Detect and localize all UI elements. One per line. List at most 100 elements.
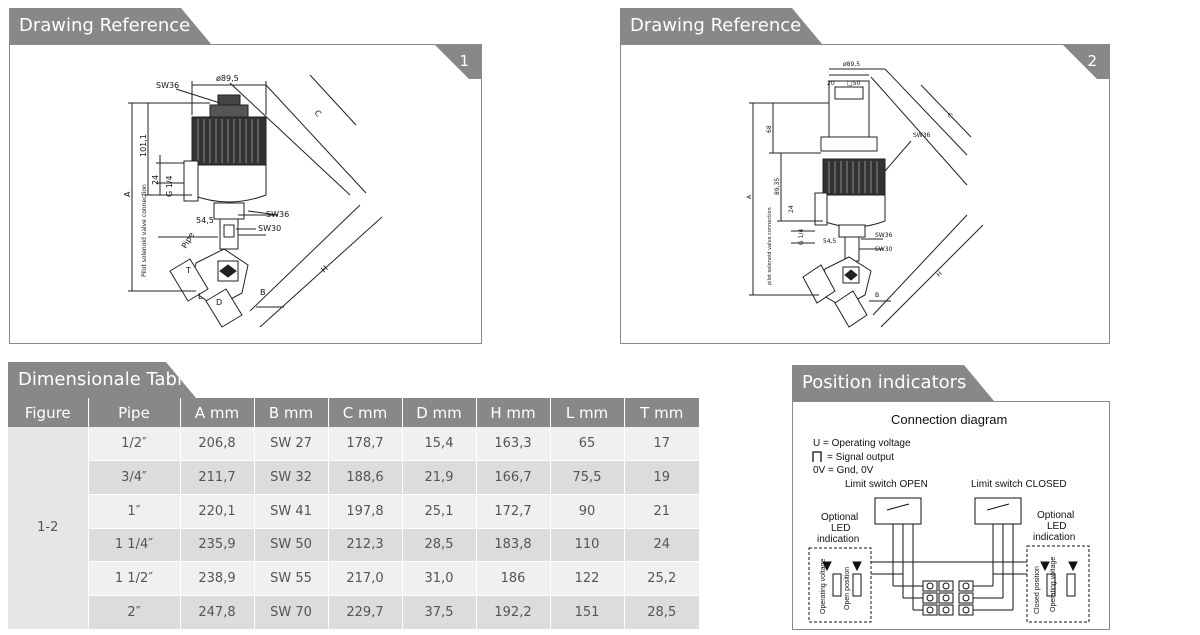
drawing-1-header-text: Drawing Reference: [19, 15, 191, 36]
cell-h: 183,8: [476, 528, 551, 563]
cell-t: 25,2: [624, 561, 699, 596]
cell-d: 21,9: [402, 460, 477, 495]
d2-50: □50: [847, 80, 860, 87]
col-l: L mm: [550, 398, 625, 427]
cell-h: 163,3: [476, 427, 551, 462]
cell-t: 24: [624, 528, 699, 563]
connection-diagram: Connection diagram U = Operating voltage…: [808, 412, 1090, 623]
drawing-1-technical-drawing: SW36 ø89,5 101,1 A C H B D L T G 1/4 24 …: [123, 74, 383, 328]
drawing-2-number-badge: 2: [1063, 45, 1109, 79]
cell-pipe: 1 1/2″: [88, 561, 181, 596]
table-row: 1-2 1/2″ 206,8 SW 27 178,7 15,4 163,3 65…: [8, 427, 699, 630]
col-pipe: Pipe: [88, 398, 181, 427]
col-t: T mm: [624, 398, 699, 427]
cell-l: 90: [550, 494, 625, 529]
d1-a: A: [123, 191, 132, 197]
table-row: 1 1/2″ 238,9 SW 55 217,0 31,0 186 122 25…: [8, 561, 699, 596]
cell-h: 172,7: [476, 494, 551, 529]
conn-legend-ub: U = Operating voltage: [813, 438, 911, 449]
cell-d: 37,5: [402, 595, 477, 630]
d1-c: C: [313, 108, 324, 118]
d1-sw30: SW30: [258, 224, 281, 233]
table-header-row: Figure Pipe A mm B mm C mm D mm H mm L m…: [8, 398, 699, 427]
cell-pipe: 3/4″: [88, 460, 181, 495]
drawing-1-header: Drawing Reference: [9, 8, 211, 44]
cell-l: 75,5: [550, 460, 625, 495]
conn-led-left-1: Optional: [821, 512, 858, 523]
d1-g14: G 1/4: [165, 175, 174, 197]
d1-t: T: [185, 266, 191, 275]
drawing-2-panel: 2: [620, 44, 1110, 344]
table-row: 2″ 247,8 SW 70 229,7 37,5 192,2 151 28,5: [8, 595, 699, 630]
d2-20: 20: [827, 80, 835, 87]
conn-limit-open: Limit switch OPEN: [845, 479, 928, 490]
conn-legend-0v: 0V = Gnd, 0V: [813, 465, 874, 476]
conn-led-left-2: LED: [831, 523, 850, 534]
cell-c: 178,7: [328, 427, 403, 462]
d1-h1011: 101,1: [139, 134, 148, 157]
drawing-1-number: 1: [459, 52, 469, 70]
d2-a: A: [746, 194, 753, 199]
col-d: D mm: [402, 398, 477, 427]
d1-dia: ø89,5: [216, 74, 239, 83]
cell-l: 65: [550, 427, 625, 462]
cell-pipe: 1 1/4″: [88, 528, 181, 563]
figure-cell: 1-2: [8, 427, 89, 630]
cell-h: 166,7: [476, 460, 551, 495]
cell-b: SW 70: [254, 595, 329, 630]
cell-a: 238,9: [180, 561, 255, 596]
cell-t: 21: [624, 494, 699, 529]
col-c: C mm: [328, 398, 403, 427]
cell-a: 206,8: [180, 427, 255, 462]
drawing-2-technical-drawing: ø89,5 20 □50 68 SW36 89,35 A C H B G 1/4…: [746, 61, 984, 328]
conn-led-right-3: indication: [1033, 532, 1075, 543]
table-row: 1″ 220,1 SW 41 197,8 25,1 172,7 90 21: [8, 494, 699, 529]
cell-h: 192,2: [476, 595, 551, 630]
drawing-2-header: Drawing Reference: [620, 8, 822, 44]
d2-c: C: [946, 112, 954, 120]
cell-pipe: 1/2″: [88, 427, 181, 462]
cell-pipe: 1″: [88, 494, 181, 529]
d1-sw36-mid: SW36: [266, 210, 289, 219]
cell-t: 17: [624, 427, 699, 462]
d2-b: B: [875, 292, 879, 299]
conn-side-op-v2: Operating voltage: [1050, 557, 1057, 612]
col-b: B mm: [254, 398, 329, 427]
d1-b: B: [260, 288, 266, 297]
cell-c: 217,0: [328, 561, 403, 596]
col-h: H mm: [476, 398, 551, 427]
cell-d: 28,5: [402, 528, 477, 563]
conn-legend-sig: = Signal output: [827, 452, 894, 463]
conn-led-right-2: LED: [1047, 521, 1066, 532]
d1-h: H: [319, 264, 329, 275]
cell-a: 211,7: [180, 460, 255, 495]
cell-pipe: 2″: [88, 595, 181, 630]
conn-side-closed: Closed position: [1034, 566, 1041, 614]
cell-d: 31,0: [402, 561, 477, 596]
d1-pipe: Pipe: [180, 231, 196, 250]
conn-limit-closed: Limit switch CLOSED: [971, 479, 1067, 490]
cell-b: SW 27: [254, 427, 329, 462]
dimension-table: Figure Pipe A mm B mm C mm D mm H mm L m…: [8, 398, 699, 630]
table-row: 1 1/4″ 235,9 SW 50 212,3 28,5 183,8 110 …: [8, 528, 699, 563]
col-figure: Figure: [8, 398, 89, 427]
position-header: Position indicators: [792, 365, 994, 401]
table-header-text: Dimensionale Table: [18, 369, 194, 390]
cell-c: 212,3: [328, 528, 403, 563]
conn-led-right-1: Optional: [1037, 510, 1074, 521]
cell-l: 122: [550, 561, 625, 596]
cell-b: SW 55: [254, 561, 329, 596]
cell-d: 25,1: [402, 494, 477, 529]
d2-8935: 89,35: [774, 178, 781, 195]
d2-sw36-top: SW36: [913, 132, 931, 139]
d2-sw30: SW30: [875, 246, 893, 253]
cell-b: SW 41: [254, 494, 329, 529]
d2-545: 54,5: [823, 238, 837, 245]
d1-24: 24: [151, 175, 160, 185]
cell-b: SW 32: [254, 460, 329, 495]
conn-side-open: Open position: [844, 567, 851, 610]
cell-h: 186: [476, 561, 551, 596]
d1-l: L: [198, 292, 203, 301]
d2-pilot: pilot solenoid valve connection: [767, 207, 773, 285]
d2-24: 24: [788, 205, 795, 213]
